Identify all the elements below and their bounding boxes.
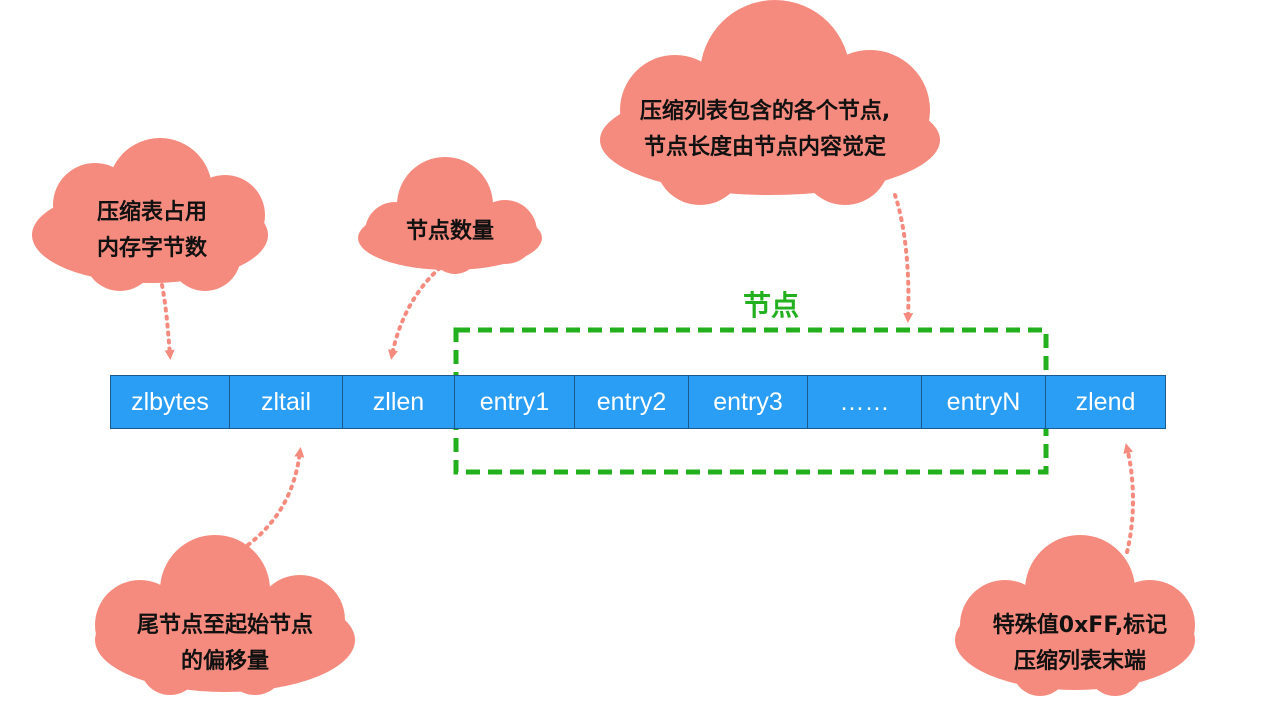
zltail-annotation-line-1: 尾节点至起始节点 <box>136 613 313 638</box>
zlend-annotation-line-1: 特殊值0xFF,标记 <box>992 613 1168 638</box>
arrow-entries <box>893 193 914 323</box>
arrow-zltail <box>246 447 305 547</box>
zltail-annotation-line-2: 的偏移量 <box>180 649 269 674</box>
cloud-zlend <box>955 535 1195 696</box>
zlend-annotation: 特殊值0xFF,标记 压缩列表末端 <box>960 608 1200 680</box>
arrow-zllen <box>388 266 442 360</box>
cloud-zlbytes <box>32 138 268 291</box>
arrow-zlend <box>1123 443 1135 554</box>
cell-zllen: zllen <box>342 375 455 429</box>
cell-entry1: entry1 <box>454 375 575 429</box>
cloud-zllen <box>358 157 542 274</box>
cell-zltail: zltail <box>229 375 343 429</box>
cloud-zltail <box>95 535 355 695</box>
cell-entryN: entryN <box>921 375 1046 429</box>
cell-zlbytes: zlbytes <box>110 375 230 429</box>
zlbytes-annotation-line-1: 压缩表占用 <box>96 200 207 225</box>
entries-annotation-line-2: 节点长度由节点内容觉定 <box>643 135 886 160</box>
zllen-annotation-line-1: 节点数量 <box>405 219 494 244</box>
entries-annotation: 压缩列表包含的各个节点, 节点长度由节点内容觉定 <box>595 94 935 166</box>
zlbytes-annotation: 压缩表占用 内存字节数 <box>42 195 262 267</box>
zltail-annotation: 尾节点至起始节点 的偏移量 <box>100 608 350 680</box>
zlend-annotation-line-2: 压缩列表末端 <box>1013 649 1146 674</box>
zlbytes-annotation-line-2: 内存字节数 <box>96 236 207 261</box>
entries-group-label: 节点 <box>742 289 799 322</box>
entries-annotation-line-1: 压缩列表包含的各个节点, <box>639 99 891 124</box>
cell-zlend: zlend <box>1045 375 1166 429</box>
zllen-annotation: 节点数量 <box>370 214 530 250</box>
arrow-zlbytes <box>160 283 175 360</box>
cell-entry2: entry2 <box>574 375 689 429</box>
cell-ellipsis: …… <box>807 375 922 429</box>
cell-entry3: entry3 <box>688 375 808 429</box>
cloud-entries <box>600 0 940 205</box>
